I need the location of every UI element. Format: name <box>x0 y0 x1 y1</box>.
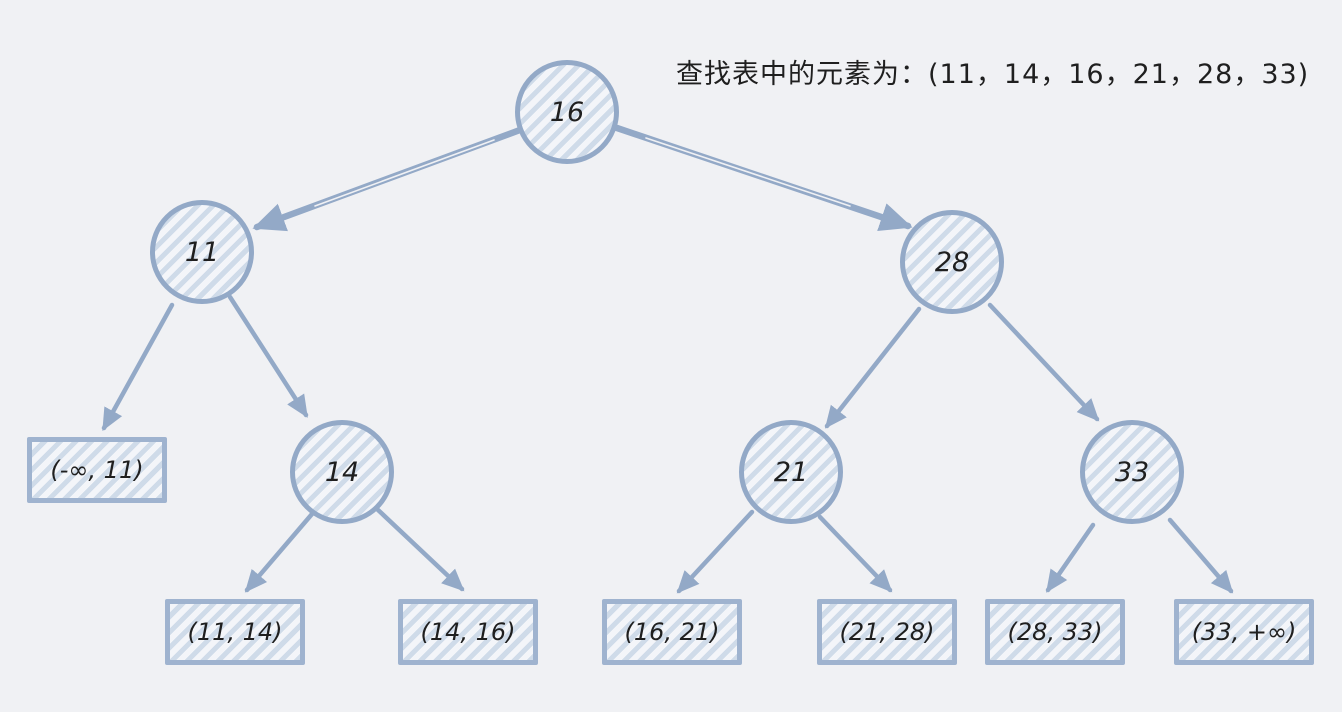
tree-leaf-33-pos-inf-label: (33, +∞) <box>1191 618 1297 646</box>
tree-node-11: 11 <box>150 200 254 304</box>
tree-node-16: 16 <box>515 60 619 164</box>
edge-33-leaf-33-pos-inf <box>1167 517 1234 594</box>
tree-leaf-14-16-label: (14, 16) <box>420 618 516 646</box>
edge-33-leaf-28-33 <box>1045 522 1096 593</box>
edge-16-28-split <box>645 137 851 207</box>
edge-16-11-split <box>314 139 495 207</box>
tree-node-28: 28 <box>900 210 1004 314</box>
tree-node-21-label: 21 <box>773 456 809 488</box>
tree-node-11-label: 11 <box>184 236 220 268</box>
tree-leaf-11-14-label: (11, 14) <box>187 618 283 646</box>
tree-leaf-neg-inf-11: (-∞, 11) <box>27 437 167 503</box>
tree-leaf-21-28-label: (21, 28) <box>839 618 935 646</box>
tree-node-33: 33 <box>1080 420 1184 524</box>
tree-leaf-28-33-label: (28, 33) <box>1007 618 1103 646</box>
tree-node-14-label: 14 <box>324 456 360 488</box>
tree-leaf-21-28: (21, 28) <box>817 599 957 665</box>
edge-14-leaf-11-14 <box>244 511 315 593</box>
tree-node-28-label: 28 <box>934 246 970 278</box>
tree-node-21: 21 <box>739 420 843 524</box>
edge-11-14 <box>227 294 309 418</box>
tree-leaf-16-21-label: (16, 21) <box>624 618 720 646</box>
edge-28-21 <box>824 306 922 429</box>
tree-node-16-label: 16 <box>549 96 585 128</box>
edge-21-leaf-21-28 <box>817 514 893 593</box>
edge-21-leaf-16-21 <box>676 509 755 594</box>
tree-leaf-11-14: (11, 14) <box>165 599 305 665</box>
edge-14-leaf-14-16 <box>374 506 465 592</box>
tree-leaf-neg-inf-11-label: (-∞, 11) <box>50 456 144 484</box>
tree-leaf-33-pos-inf: (33, +∞) <box>1174 599 1314 665</box>
tree-node-14: 14 <box>290 420 394 524</box>
tree-leaf-14-16: (14, 16) <box>398 599 538 665</box>
tree-leaf-28-33: (28, 33) <box>985 599 1125 665</box>
diagram-title: 查找表中的元素为：(11，14，16，21，28，33) <box>676 59 1310 90</box>
edge-28-33 <box>987 302 1100 422</box>
edge-11-leaf-neg-inf-11 <box>101 302 175 431</box>
tree-node-33-label: 33 <box>1114 456 1150 488</box>
tree-leaf-16-21: (16, 21) <box>602 599 742 665</box>
